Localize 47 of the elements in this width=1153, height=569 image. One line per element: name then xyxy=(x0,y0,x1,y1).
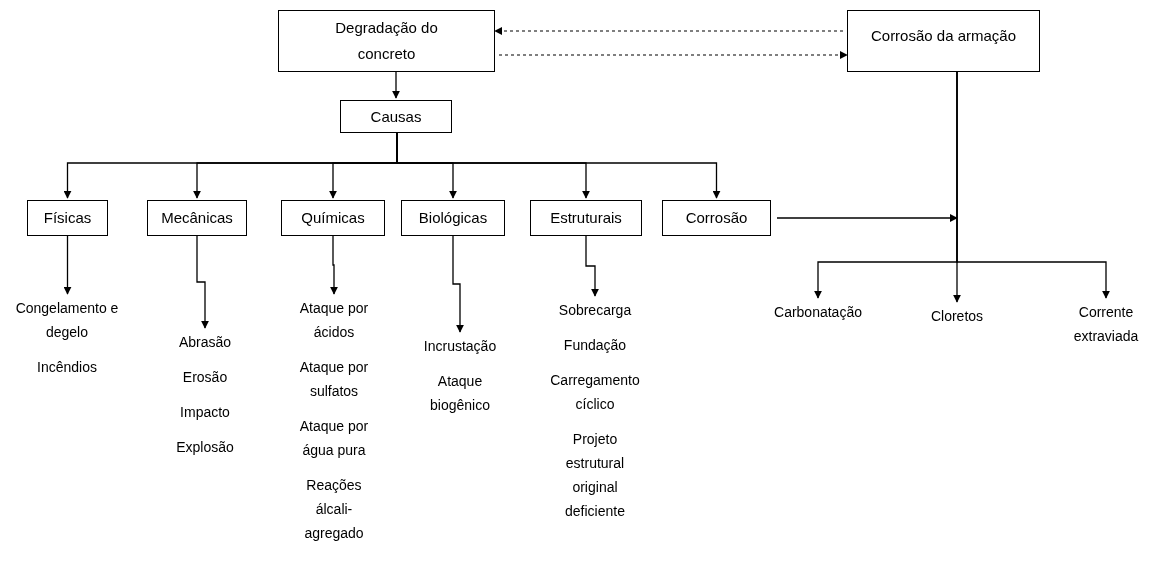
item-text: Corrente extraviada xyxy=(1072,303,1140,346)
box-text: Químicas xyxy=(301,208,365,228)
box-text: Mecânicas xyxy=(161,208,233,228)
item-text: Explosão xyxy=(176,438,234,457)
item-text: Ataque por ácidos xyxy=(298,299,370,342)
process-box xyxy=(530,200,642,236)
item-text: Ataque por água pura xyxy=(298,417,370,460)
arrow xyxy=(585,235,599,297)
box-text: Estruturais xyxy=(550,208,622,228)
arrow xyxy=(452,235,464,333)
process-box xyxy=(662,200,771,236)
process-box xyxy=(278,10,495,72)
arrow xyxy=(330,235,338,295)
item-text: Reações álcali-agregado xyxy=(303,476,365,543)
process-box xyxy=(281,200,385,236)
item-text: Congelamento e degelo xyxy=(14,299,120,342)
item-text: Ataque biogênico xyxy=(429,372,491,415)
box-text: Corrosão da armação xyxy=(870,26,1017,46)
arrow xyxy=(956,71,1110,299)
item-text: Impacto xyxy=(180,403,230,422)
item-text: Carregamento cíclico xyxy=(549,371,641,414)
box-text: Degradação do concreto xyxy=(334,18,439,64)
process-box xyxy=(401,200,505,236)
arrow xyxy=(776,214,958,222)
item-text: Ataque por sulfatos xyxy=(298,358,370,401)
item-text: Cloretos xyxy=(930,307,984,326)
item-text: Erosão xyxy=(182,368,228,387)
item-text: Incêndios xyxy=(37,358,97,377)
item-text: Projeto estrutural original deficiente xyxy=(564,430,626,521)
arrow xyxy=(392,71,400,99)
box-text: Causas xyxy=(370,106,422,127)
process-box xyxy=(27,200,108,236)
item-text: Fundação xyxy=(563,336,627,355)
dashed-arrow xyxy=(498,51,848,59)
item-text: Abrasão xyxy=(178,333,232,352)
box-text: Biológicas xyxy=(418,208,488,228)
process-box xyxy=(340,100,452,133)
item-text: Incrustação xyxy=(423,337,497,356)
box-text: Corrosão xyxy=(685,208,748,228)
dashed-arrow xyxy=(494,27,844,35)
arrow xyxy=(196,235,209,329)
process-box xyxy=(847,10,1040,72)
box-text: Físicas xyxy=(43,208,92,228)
item-text: Sobrecarga xyxy=(558,301,632,320)
process-box xyxy=(147,200,247,236)
arrow xyxy=(63,235,72,295)
item-text: Carbonatação xyxy=(774,303,862,322)
